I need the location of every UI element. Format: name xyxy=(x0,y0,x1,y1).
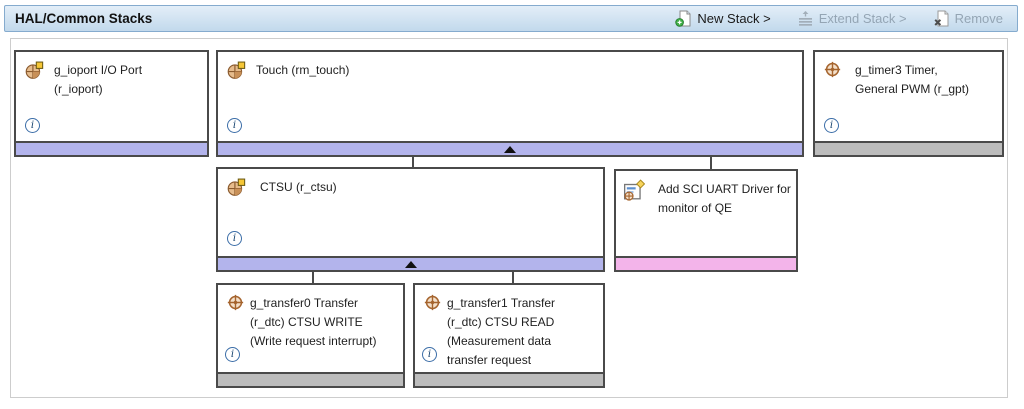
stack-block-ctsu[interactable]: CTSU (r_ctsu) xyxy=(216,167,605,272)
module-status-strip xyxy=(616,256,796,270)
connector-touch-adduart xyxy=(710,157,712,169)
info-icon[interactable] xyxy=(227,118,242,133)
stack-toolbar: New Stack > Extend Stack > xyxy=(675,10,1017,27)
block-title: g_ioport I/O Port (r_ioport) xyxy=(54,63,143,96)
driver-icon xyxy=(424,294,443,312)
connector-touch-ctsu xyxy=(412,157,414,167)
info-icon[interactable] xyxy=(227,231,242,246)
module-status-strip xyxy=(218,141,802,155)
stack-block-timer[interactable]: g_timer3 Timer, General PWM (r_gpt) xyxy=(813,50,1004,157)
new-stack-label: New Stack > xyxy=(697,11,771,26)
module-badge-icon xyxy=(25,61,44,79)
extend-stack-icon xyxy=(797,10,814,27)
module-status-strip xyxy=(218,256,603,270)
add-module-icon xyxy=(623,179,646,202)
extend-stack-label: Extend Stack > xyxy=(818,11,907,26)
info-icon[interactable] xyxy=(25,118,40,133)
block-title: g_transfer0 Transfer (r_dtc) CTSU WRITE … xyxy=(250,296,377,348)
driver-icon xyxy=(227,294,246,312)
panel-title: HAL/Common Stacks xyxy=(15,11,153,26)
module-status-strip xyxy=(16,141,207,155)
module-status-strip xyxy=(815,141,1002,155)
collapse-triangle-icon[interactable] xyxy=(404,260,417,268)
info-icon[interactable] xyxy=(422,347,437,362)
block-title: CTSU (r_ctsu) xyxy=(260,180,337,194)
new-stack-button[interactable]: New Stack > xyxy=(675,10,771,27)
block-title: g_timer3 Timer, General PWM (r_gpt) xyxy=(855,63,970,96)
extend-stack-button[interactable]: Extend Stack > xyxy=(797,10,907,27)
connector-ctsu-transfer1 xyxy=(512,272,514,283)
stack-block-add-sci-uart[interactable]: Add SCI UART Driver for monitor of QE xyxy=(614,169,798,272)
module-status-strip xyxy=(415,372,603,386)
stack-block-transfer1[interactable]: g_transfer1 Transfer (r_dtc) CTSU READ (… xyxy=(413,283,605,388)
new-stack-icon xyxy=(675,10,692,27)
info-icon[interactable] xyxy=(824,118,839,133)
block-title: Add SCI UART Driver for monitor of QE xyxy=(658,182,791,215)
block-title: g_transfer1 Transfer (r_dtc) CTSU READ (… xyxy=(447,296,556,367)
stack-block-touch[interactable]: Touch (rm_touch) xyxy=(216,50,804,157)
collapse-triangle-icon[interactable] xyxy=(504,145,516,153)
module-badge-icon xyxy=(227,61,246,79)
stack-block-ioport[interactable]: g_ioport I/O Port (r_ioport) xyxy=(14,50,209,157)
remove-button[interactable]: Remove xyxy=(933,10,1003,27)
module-status-strip xyxy=(218,372,403,386)
stack-block-transfer0[interactable]: g_transfer0 Transfer (r_dtc) CTSU WRITE … xyxy=(216,283,405,388)
remove-label: Remove xyxy=(954,11,1003,26)
driver-icon xyxy=(824,61,843,79)
panel-header: HAL/Common Stacks New Stack > xyxy=(4,5,1018,32)
remove-icon xyxy=(933,10,950,27)
block-title: Touch (rm_touch) xyxy=(256,63,350,77)
info-icon[interactable] xyxy=(225,347,240,362)
connector-ctsu-transfer0 xyxy=(312,272,314,283)
module-badge-icon xyxy=(227,178,246,196)
